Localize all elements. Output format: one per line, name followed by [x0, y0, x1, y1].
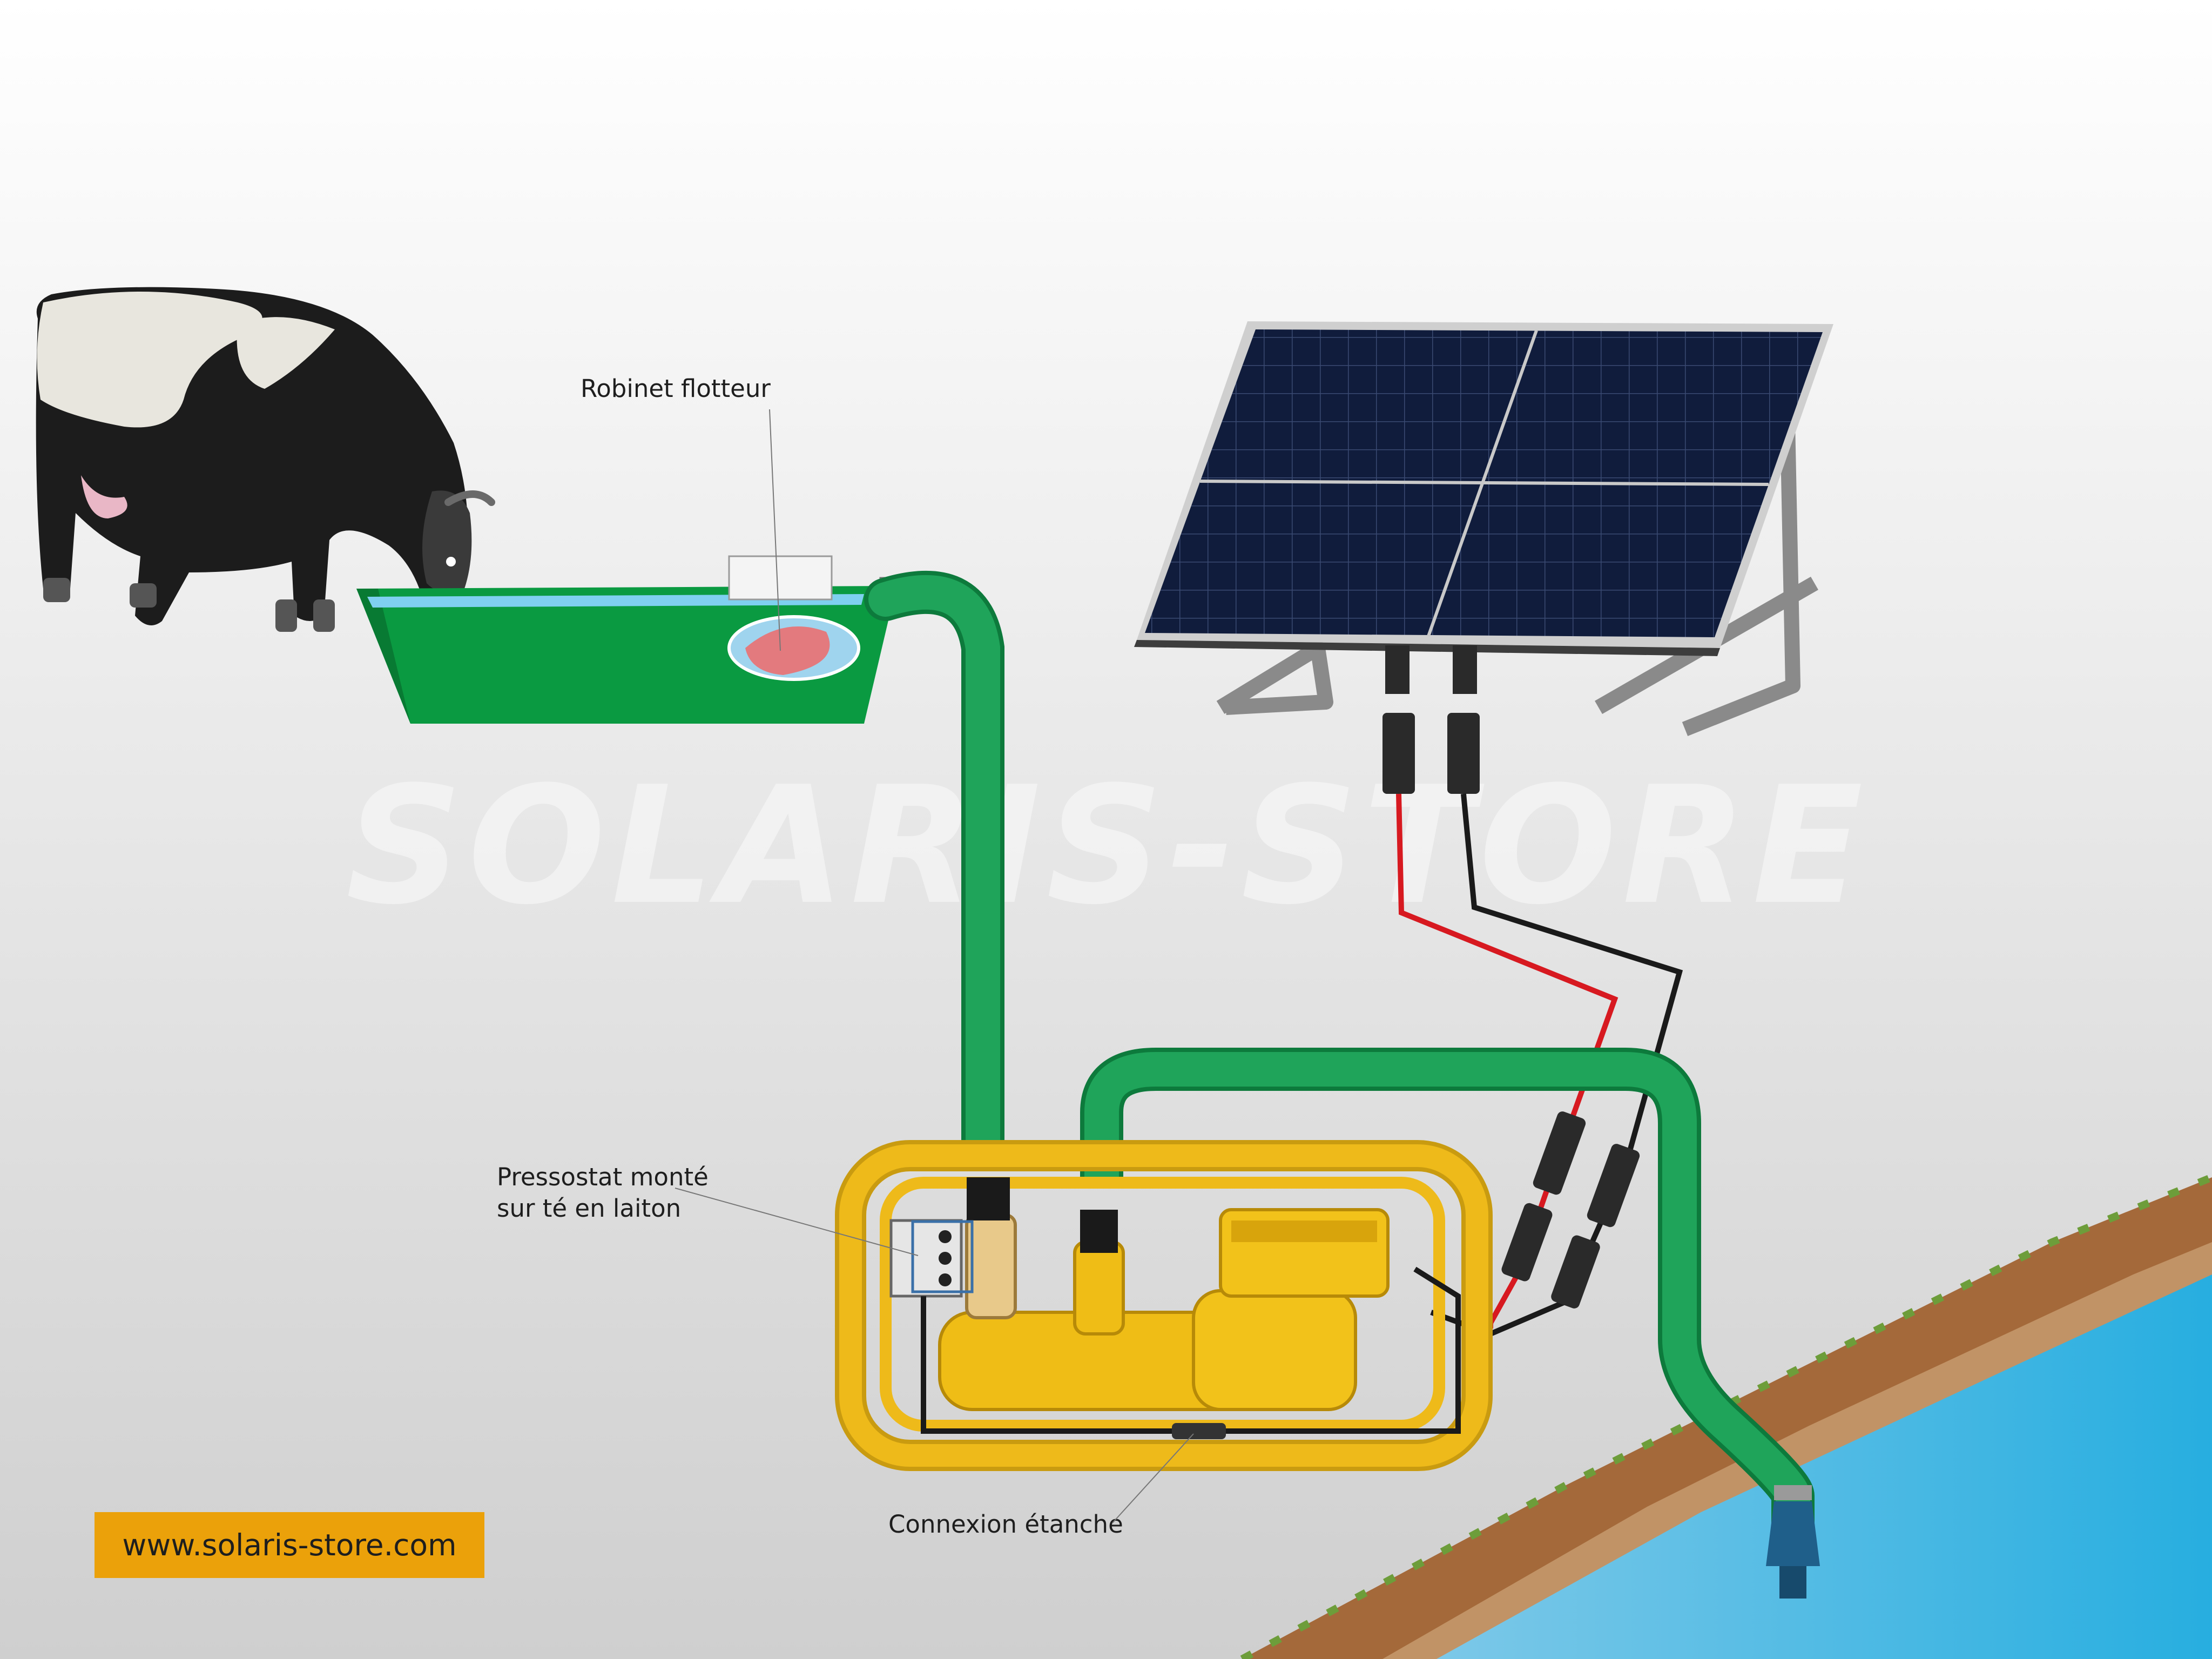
mc4-connectors — [1382, 713, 1480, 794]
pressure-switch-label-line1: Pressostat monté — [497, 1163, 709, 1191]
waterproof-connection-label: Connexion étanche — [888, 1510, 1123, 1539]
brass-tee — [965, 1213, 1017, 1319]
suction-hose — [1084, 1052, 1810, 1534]
foot-valve-icon — [1766, 1485, 1820, 1599]
pump-icon — [938, 1177, 1390, 1411]
float-valve-box — [728, 555, 833, 601]
cow-icon — [36, 287, 495, 632]
waterproof-connection-leader — [1112, 1433, 1194, 1523]
float-valve-leader — [769, 409, 781, 651]
pressure-switch-leader — [675, 1188, 919, 1256]
waterproof-connector — [1172, 1423, 1226, 1439]
solar-panel-icon — [1134, 321, 1833, 736]
pump-cable — [921, 1266, 1461, 1434]
pressure-switch-label-line2: sur té en laiton — [497, 1194, 681, 1223]
website-link[interactable]: www.solaris-store.com — [122, 1528, 456, 1562]
watermark: SOLARIS-STORE — [346, 752, 1868, 940]
float-valve-label: Robinet flotteur — [581, 374, 771, 403]
trough-icon — [356, 555, 898, 724]
water-source — [1437, 1274, 2212, 1659]
website-box — [95, 1512, 484, 1578]
pump-frame — [835, 1140, 1493, 1471]
inline-connectors — [1501, 1111, 1640, 1309]
delivery-hose — [868, 575, 1000, 1157]
pressure-switch — [889, 1219, 974, 1298]
